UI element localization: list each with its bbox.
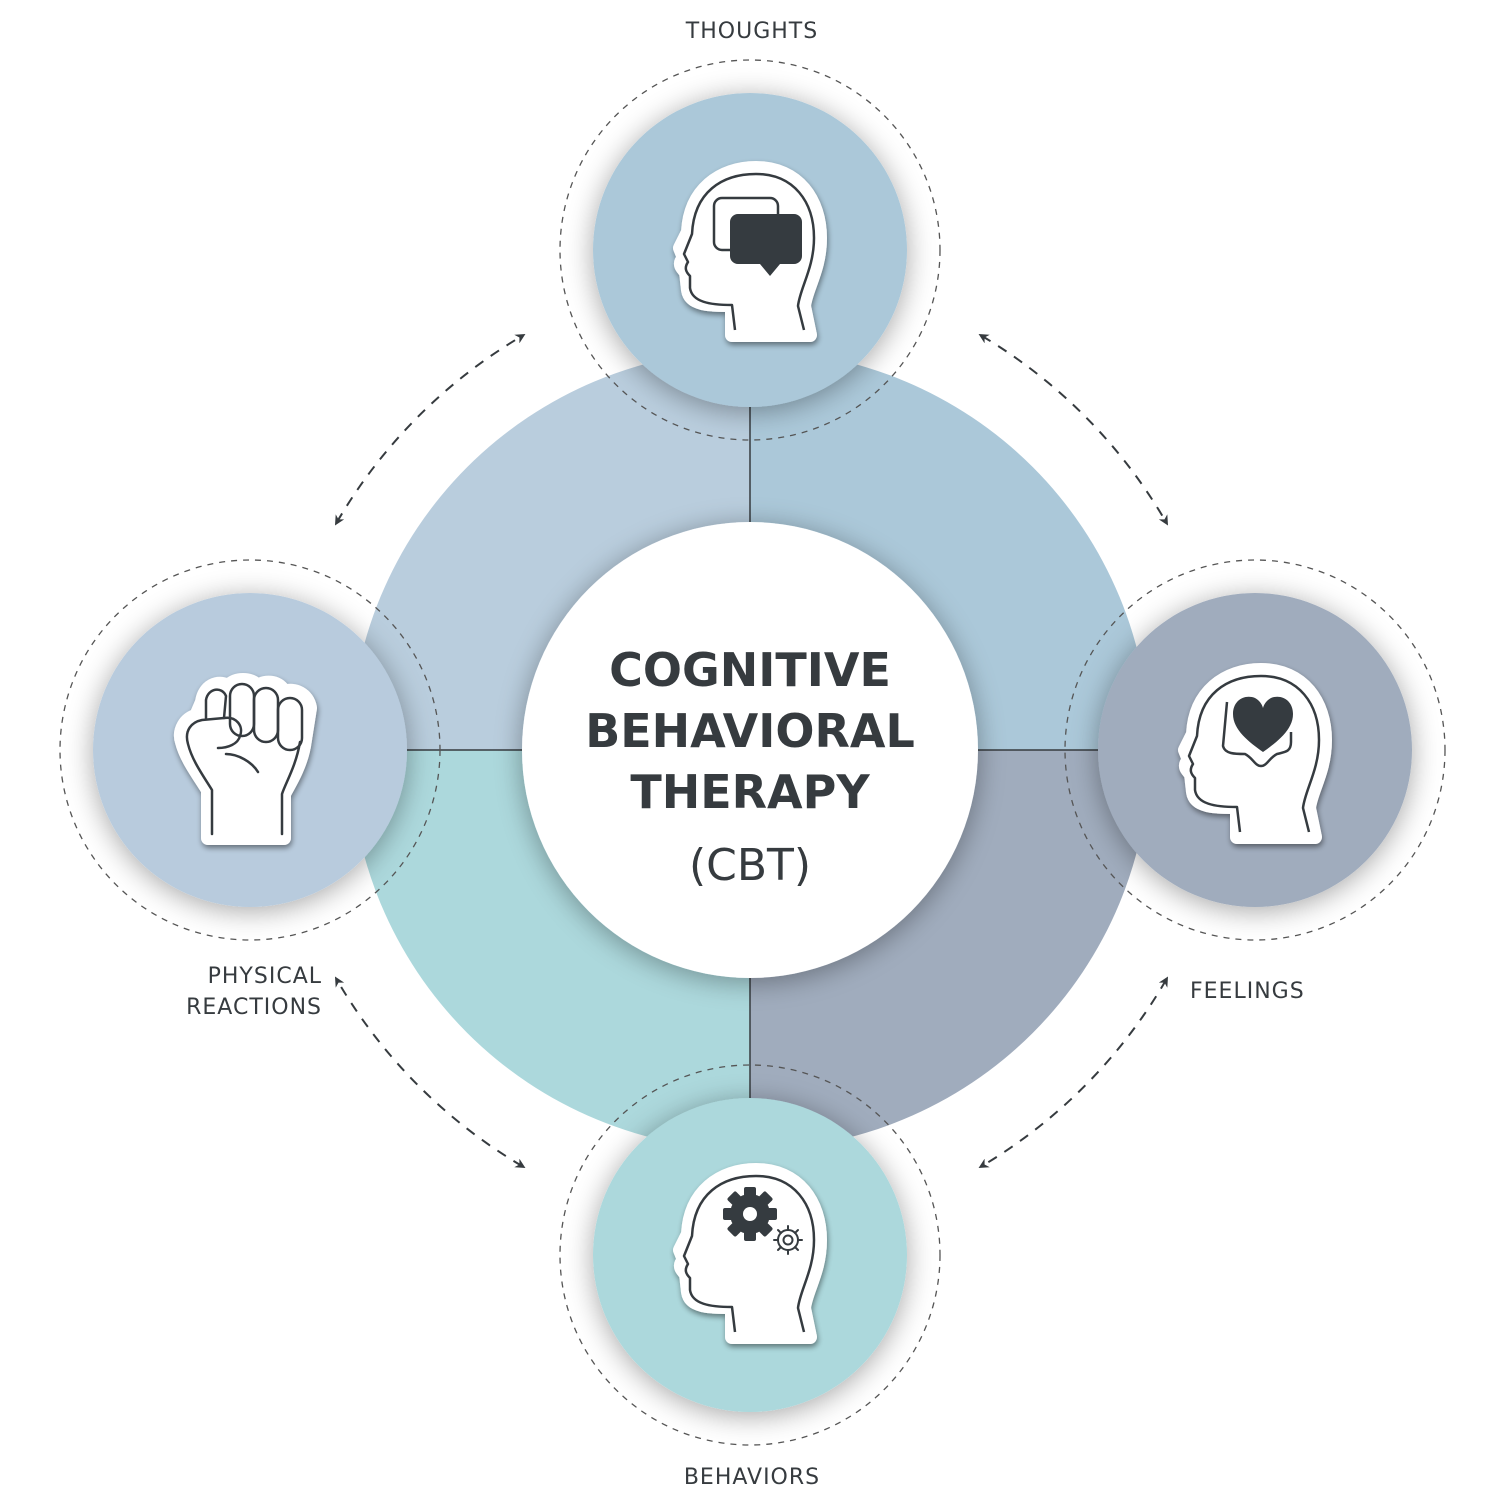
dashed-ring-behaviors	[559, 1064, 941, 1446]
center-title-line-1: COGNITIVE	[609, 643, 891, 697]
arrow-behaviors-physical	[334, 976, 526, 1169]
label-behaviors: BEHAVIORS	[684, 1465, 820, 1490]
connector-arrows	[334, 333, 1169, 1169]
dashed-ring-thoughts	[559, 59, 941, 441]
center-title-line-2: BEHAVIORAL	[585, 704, 915, 758]
head-heart-icon	[1178, 663, 1332, 844]
dashed-ring-physical	[59, 559, 441, 941]
node-feelings: FEELINGS	[1064, 559, 1446, 1004]
small-gear-icon	[773, 1225, 803, 1255]
label-physical-line-1: PHYSICAL	[208, 964, 322, 989]
label-thoughts: THOUGHTS	[685, 19, 818, 44]
node-thoughts: THOUGHTS	[559, 19, 941, 441]
arrow-feelings-behaviors	[978, 976, 1169, 1169]
center-title-line-3: THERAPY	[630, 765, 870, 819]
large-gear-icon	[723, 1187, 777, 1241]
dashed-ring-feelings	[1064, 559, 1446, 941]
label-feelings: FEELINGS	[1190, 979, 1305, 1004]
node-behaviors: BEHAVIORS	[559, 1064, 941, 1490]
head-gears-icon	[673, 1163, 827, 1344]
label-physical-line-2: REACTIONS	[186, 995, 322, 1020]
raised-fist-icon	[174, 673, 317, 845]
node-physical-reactions: PHYSICAL REACTIONS	[59, 559, 441, 1020]
center-hub: COGNITIVE BEHAVIORAL THERAPY (CBT)	[522, 522, 978, 978]
arrow-thoughts-feelings	[978, 333, 1169, 526]
head-speech-bubble-icon	[673, 161, 827, 342]
center-subtitle: (CBT)	[689, 840, 811, 891]
arrow-physical-thoughts	[334, 333, 526, 526]
